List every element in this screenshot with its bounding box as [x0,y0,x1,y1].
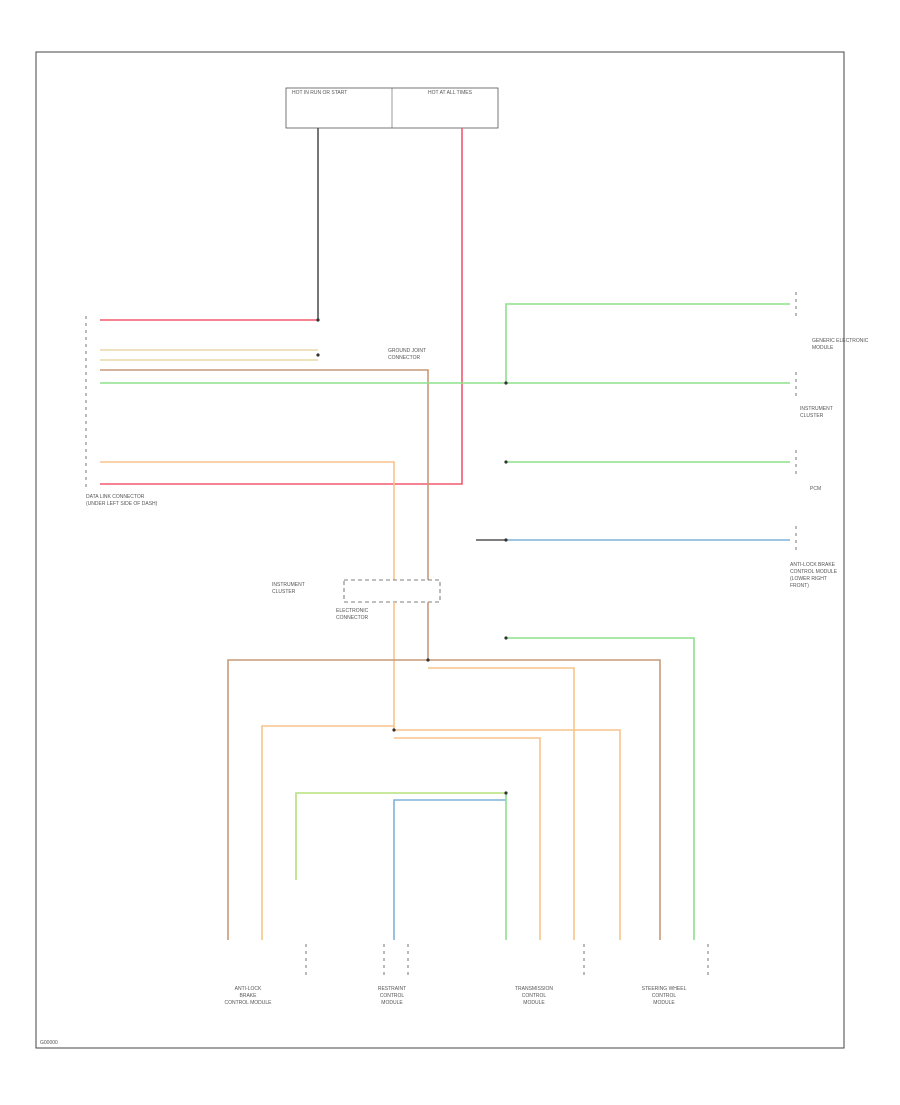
dlc-label-line-1: DATA LINK CONNECTOR [86,494,145,500]
data-link-connector: DATA LINK CONNECTOR (UNDER LEFT SIDE OF … [85,316,158,507]
wire-orange-bus-mid [394,737,541,940]
dlc-label-line-2: (UNDER LEFT SIDE OF DASH) [86,501,158,507]
center-connector-label-1: ELECTRONIC [336,608,369,614]
wire-blue-restraint [393,799,506,940]
wire-green-top-right [505,303,790,383]
wire-brown-bus-left [227,659,428,940]
wire-orange-bus-left [261,725,394,940]
bottom-connectors [305,944,709,978]
fuse-box-left-label: HOT IN RUN OR START [292,90,347,96]
center-connector-label-2: CONNECTOR [336,615,369,621]
bottom-2-label-a: RESTRAINT [378,986,406,992]
bottom-4-label-c: MODULE [653,1000,675,1006]
right-top-label-2: MODULE [812,345,834,351]
right-bottom-label-1: ANTI-LOCK BRAKE [790,562,836,568]
right-mid-label-2: CLUSTER [800,413,824,419]
fuse-box: HOT IN RUN OR START HOT AT ALL TIMES [285,87,499,129]
diagram-frame [35,51,845,1049]
center-left-label-2: CLUSTER [272,589,296,595]
fuse-box-right-label: HOT AT ALL TIMES [428,90,473,96]
bottom-3-label-a: TRANSMISSION [515,986,553,992]
module-transmission: TRANSMISSION CONTROL MODULE [515,986,553,1006]
wire-brown-bus-right [428,659,661,940]
splice-label-line-1: GROUND JOINT [388,348,426,354]
wire-brown-bus-2 [428,667,575,940]
wire-orange-bus-right [394,729,621,940]
center-connector: INSTRUMENT CLUSTER ELECTRONIC CONNECTOR [272,579,441,621]
bottom-2-label-c: MODULE [381,1000,403,1006]
splice-points [316,318,508,795]
module-abs: ANTI-LOCK BRAKE CONTROL MODULE [224,986,272,1006]
wire-orange-dlc [100,369,429,580]
center-left-label-1: INSTRUMENT [272,582,305,588]
right-bottom-label-4: FRONT) [790,583,809,589]
bottom-4-label-b: CONTROL [652,993,677,999]
right-top-label-1: GENERIC ELECTRONIC [812,338,869,344]
bottom-3-label-c: MODULE [523,1000,545,1006]
right-bottom-label-2: CONTROL MODULE [790,569,838,575]
splice-label-line-2: CONNECTOR [388,355,421,361]
feed-wire-red [100,128,463,485]
wire-yellowgreen [295,792,506,880]
bottom-1-label-c: CONTROL MODULE [224,1000,272,1006]
module-restraint: RESTRAINT CONTROL MODULE [378,986,406,1006]
bottom-2-label-b: CONTROL [380,993,405,999]
bottom-1-label-a: ANTI-LOCK [235,986,262,992]
right-bottom-label-3: (LOWER RIGHT [790,576,827,582]
bottom-3-label-b: CONTROL [522,993,547,999]
right-low-label: PCM [810,486,821,492]
right-mid-label-1: INSTRUMENT [800,406,833,412]
footer-id: G00000 [40,1040,58,1046]
bottom-1-label-b: BRAKE [240,993,258,999]
wire-green-right-drop [506,637,695,940]
bottom-4-label-a: STEERING WHEEL [642,986,687,992]
wire-orange-lower [100,461,395,580]
module-steering: STEERING WHEEL CONTROL MODULE [642,986,687,1006]
